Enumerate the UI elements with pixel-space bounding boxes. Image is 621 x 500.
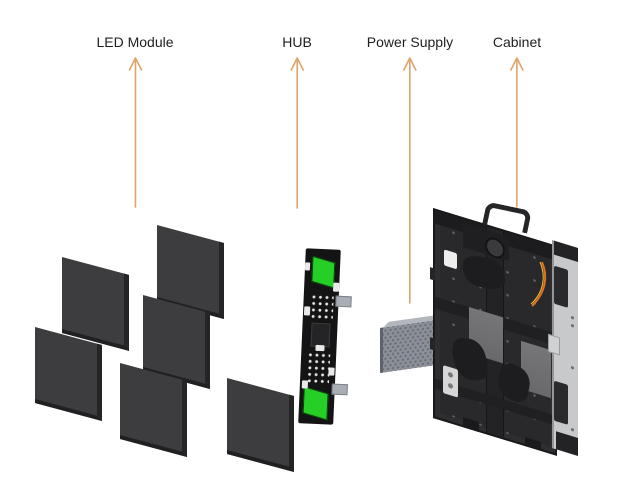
frame-screw <box>571 323 574 328</box>
cabinet-label: Cabinet <box>492 34 542 50</box>
frame-latch-block <box>554 380 568 425</box>
up-arrow-icon <box>403 57 417 304</box>
frame-mid-tab <box>548 333 560 356</box>
plate-knob <box>448 371 453 379</box>
hub-label: HUB <box>282 34 312 50</box>
frame-top-cap <box>554 240 578 262</box>
up-arrow-icon <box>290 57 304 209</box>
cabinet-side-tab <box>430 267 435 281</box>
frame-screw <box>571 315 574 320</box>
cabinet-cable <box>530 261 547 307</box>
cabinet-side-frame <box>548 240 578 456</box>
hub-board <box>298 248 352 425</box>
hub-connector-green-bottom <box>302 386 329 421</box>
led-module-label: LED Module <box>96 34 174 50</box>
frame-screw <box>571 427 574 432</box>
up-arrow-icon <box>128 57 142 208</box>
power-supply-unit <box>380 320 433 373</box>
hub-solder-pad <box>332 282 340 292</box>
callout-hub: HUB <box>282 34 312 209</box>
hub-pin-cluster <box>309 293 334 322</box>
hub-solder-pad <box>301 380 309 389</box>
frame-bottom-cap <box>556 431 578 456</box>
hub-mount-tab <box>335 295 352 308</box>
hub-ic-chip <box>310 322 331 348</box>
cabinet-side-tab <box>430 337 435 351</box>
callout-cabinet: Cabinet <box>493 34 541 208</box>
frame-screw <box>571 365 574 370</box>
plate-knob <box>448 382 453 390</box>
cabinet-name-plate <box>443 365 458 398</box>
frame-latch-block <box>554 265 568 308</box>
callout-power-supply: Power Supply <box>367 34 453 304</box>
hub-connector-green-top <box>311 255 336 289</box>
hub-solder-pad <box>315 344 325 352</box>
hub-solder-pad <box>304 262 311 271</box>
hub-mount-tab <box>331 383 348 396</box>
hub-solder-pad <box>303 306 311 316</box>
up-arrow-icon <box>510 57 524 208</box>
callout-led-module: LED Module <box>96 34 174 208</box>
hub-solder-pad <box>328 367 335 376</box>
cabinet-body <box>430 208 557 456</box>
led-module-panel <box>227 378 294 472</box>
hub-pin-cluster <box>305 351 331 384</box>
power-supply-label: Power Supply <box>366 34 454 50</box>
